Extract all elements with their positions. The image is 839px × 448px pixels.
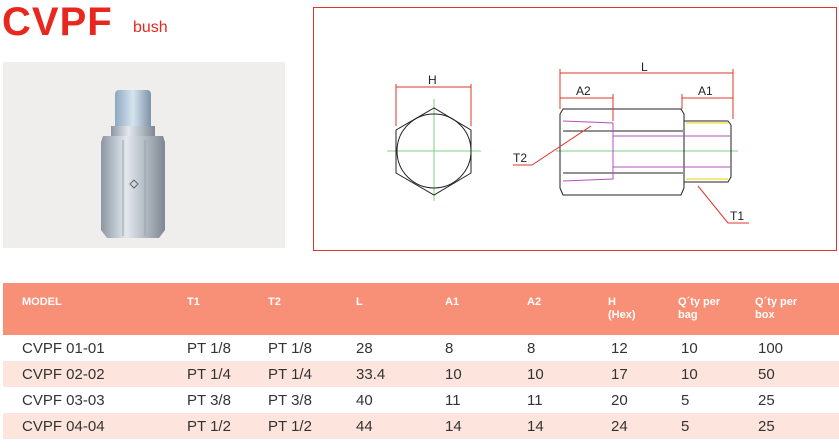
spec-table: MODEL T1 T2 L A1 A2 H (Hex) Q´ty per bag Q´ty pe…	[3, 283, 839, 439]
table-cell: 10	[527, 366, 544, 383]
table-cell: 25	[758, 392, 775, 409]
table-cell: 14	[445, 418, 462, 435]
table-cell: 5	[681, 418, 690, 435]
column-header: A2	[527, 296, 542, 308]
table-cell: 11	[445, 392, 461, 409]
table-cell: 8	[527, 340, 536, 357]
product-title: CVPF	[2, 0, 113, 44]
table-cell: PT 3/8	[187, 392, 231, 409]
dimension-drawing: H L A2 A1 T2 T1	[387, 60, 749, 224]
table-cell: PT 1/8	[187, 340, 231, 357]
label-H: H	[428, 73, 437, 87]
column-header: H (Hex)	[608, 296, 636, 321]
table-cell: PT 1/2	[187, 418, 231, 435]
table-cell: 10	[445, 366, 462, 383]
technical-drawing: H L A2 A1 T2 T1	[313, 7, 837, 251]
table-row: CVPF 02-02 PT 1/4 PT 1/4 33.4 10 10 17 10 50	[3, 361, 839, 387]
column-header: L	[356, 296, 363, 308]
table-cell: 100	[758, 340, 784, 357]
table-cell: CVPF 02-02	[22, 366, 105, 383]
column-header: MODEL	[22, 296, 62, 308]
table-cell: 28	[356, 340, 373, 357]
table-cell: 10	[681, 366, 698, 383]
table-cell: 12	[611, 340, 628, 357]
table-cell: CVPF 04-04	[22, 418, 105, 435]
table-cell: 25	[758, 418, 775, 435]
label-T1: T1	[730, 209, 744, 223]
table-cell: CVPF 01-01	[22, 340, 105, 357]
table-cell: 33.4	[356, 366, 386, 383]
table-row: CVPF 03-03 PT 3/8 PT 3/8 40 11 11 20 5 25	[3, 387, 839, 413]
table-cell: 8	[445, 340, 454, 357]
table-header: MODEL T1 T2 L A1 A2 H (Hex) Q´ty per bag Q´ty pe…	[3, 283, 839, 335]
table-cell: PT 1/4	[268, 366, 312, 383]
label-A2: A2	[576, 84, 591, 98]
table-cell: PT 3/8	[268, 392, 312, 409]
table-row: CVPF 01-01 PT 1/8 PT 1/8 28 8 8 12 10 100	[3, 335, 839, 361]
table-cell: 20	[611, 392, 628, 409]
table-cell: 10	[681, 340, 698, 357]
table-cell: CVPF 03-03	[22, 392, 105, 409]
table-cell: 40	[356, 392, 373, 409]
table-cell: PT 1/2	[268, 418, 312, 435]
product-subtitle: bush	[133, 19, 168, 36]
label-T2: T2	[513, 151, 527, 165]
column-header: T2	[268, 296, 281, 308]
table-cell: 44	[356, 418, 373, 435]
table-row: CVPF 04-04 PT 1/2 PT 1/2 44 14 14 24 5 25	[3, 413, 839, 439]
table-cell: PT 1/4	[187, 366, 231, 383]
table-cell: 24	[611, 418, 628, 435]
table-cell: 11	[527, 392, 543, 409]
column-header: A1	[445, 296, 460, 308]
label-L: L	[641, 60, 648, 74]
column-header: Q´ty per box	[755, 296, 798, 321]
label-A1: A1	[698, 84, 713, 98]
product-photo	[3, 62, 285, 248]
table-cell: PT 1/8	[268, 340, 312, 357]
column-header: Q´ty per bag	[678, 296, 721, 321]
column-header: T1	[187, 296, 200, 308]
bush-fitting-image	[101, 90, 165, 238]
table-cell: 50	[758, 366, 775, 383]
table-cell: 14	[527, 418, 544, 435]
table-cell: 5	[681, 392, 690, 409]
table-cell: 17	[611, 366, 628, 383]
